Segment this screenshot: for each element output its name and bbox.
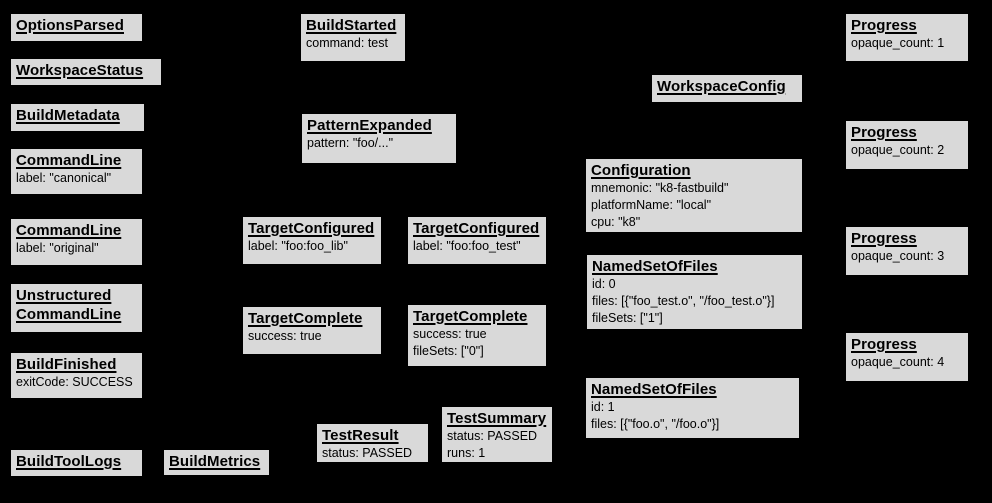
node-command-line-canonical: CommandLine label: "canonical" — [10, 148, 143, 195]
node-body: pattern: "foo/..." — [307, 136, 394, 150]
node-body: exitCode: SUCCESS — [16, 375, 133, 389]
node-title: OptionsParsed — [16, 17, 124, 34]
node-unstructured-command-line: Unstructured CommandLine — [10, 283, 143, 333]
node-body: id: 0 files: [{"foo_test.o", "/foo_test.… — [592, 277, 775, 325]
node-command-line-original: CommandLine label: "original" — [10, 218, 143, 266]
node-target-configured-foo-test: TargetConfigured label: "foo:foo_test" — [407, 216, 547, 265]
node-title: BuildMetadata — [16, 107, 120, 124]
node-configuration: Configuration mnemonic: "k8-fastbuild" p… — [585, 158, 803, 233]
node-build-started: BuildStarted command: test — [300, 13, 406, 62]
node-title: TargetComplete — [413, 308, 528, 325]
node-body: id: 1 files: [{"foo.o", "/foo.o"}] — [591, 400, 720, 431]
node-title: TargetComplete — [248, 310, 363, 327]
node-workspace-config: WorkspaceConfig — [651, 74, 803, 103]
node-body: opaque_count: 4 — [851, 355, 945, 369]
node-body: success: true fileSets: ["0"] — [413, 327, 487, 358]
node-title: CommandLine — [16, 152, 122, 169]
node-target-complete-foo-test: TargetComplete success: true fileSets: [… — [407, 304, 547, 367]
node-title: Progress — [851, 124, 917, 141]
node-body: opaque_count: 1 — [851, 36, 945, 50]
node-body: label: "foo:foo_test" — [413, 239, 521, 253]
node-build-finished: BuildFinished exitCode: SUCCESS — [10, 352, 143, 399]
node-build-metadata: BuildMetadata — [10, 103, 145, 132]
node-workspace-status: WorkspaceStatus — [10, 58, 162, 86]
node-title: TestSummary — [447, 410, 547, 427]
node-body: command: test — [306, 36, 388, 50]
node-named-set-of-files-0: NamedSetOfFiles id: 0 files: [{"foo_test… — [586, 254, 803, 330]
node-title: Progress — [851, 336, 917, 353]
node-body: opaque_count: 2 — [851, 143, 945, 157]
node-title: WorkspaceConfig — [657, 78, 786, 95]
node-body: status: PASSED — [322, 446, 413, 460]
node-body: mnemonic: "k8-fastbuild" platformName: "… — [591, 181, 729, 229]
node-title: BuildMetrics — [169, 453, 261, 470]
node-title: WorkspaceStatus — [16, 62, 144, 79]
node-title: Progress — [851, 230, 917, 247]
node-body: label: "foo:foo_lib" — [248, 239, 348, 253]
node-title: NamedSetOfFiles — [592, 258, 718, 275]
node-title: Configuration — [591, 162, 691, 179]
node-title: Progress — [851, 17, 917, 34]
node-test-result: TestResult status: PASSED — [316, 423, 429, 463]
node-options-parsed: OptionsParsed — [10, 13, 143, 42]
node-progress-2: Progress opaque_count: 2 — [845, 120, 969, 170]
node-title: Unstructured CommandLine — [16, 287, 122, 323]
node-body: status: PASSED runs: 1 — [447, 429, 538, 460]
node-title: TestResult — [322, 427, 399, 444]
node-progress-1: Progress opaque_count: 1 — [845, 13, 969, 62]
node-pattern-expanded: PatternExpanded pattern: "foo/..." — [301, 113, 457, 164]
node-title: PatternExpanded — [307, 117, 432, 134]
node-named-set-of-files-1: NamedSetOfFiles id: 1 files: [{"foo.o", … — [585, 377, 800, 439]
node-body: success: true — [248, 329, 322, 343]
node-title: BuildToolLogs — [16, 453, 122, 470]
node-body: label: "original" — [16, 241, 99, 255]
node-body: label: "canonical" — [16, 171, 112, 185]
node-test-summary: TestSummary status: PASSED runs: 1 — [441, 406, 553, 463]
node-target-configured-foo-lib: TargetConfigured label: "foo:foo_lib" — [242, 216, 382, 265]
node-build-tool-logs: BuildToolLogs — [10, 449, 143, 477]
node-target-complete-foo-lib: TargetComplete success: true — [242, 306, 382, 355]
node-title: NamedSetOfFiles — [591, 381, 717, 398]
node-title: TargetConfigured — [413, 220, 540, 237]
node-title: TargetConfigured — [248, 220, 375, 237]
node-title: BuildFinished — [16, 356, 117, 373]
node-title: CommandLine — [16, 222, 122, 239]
node-progress-4: Progress opaque_count: 4 — [845, 332, 969, 382]
node-title: BuildStarted — [306, 17, 397, 34]
node-progress-3: Progress opaque_count: 3 — [845, 226, 969, 276]
node-body: opaque_count: 3 — [851, 249, 945, 263]
node-build-metrics: BuildMetrics — [163, 449, 270, 476]
